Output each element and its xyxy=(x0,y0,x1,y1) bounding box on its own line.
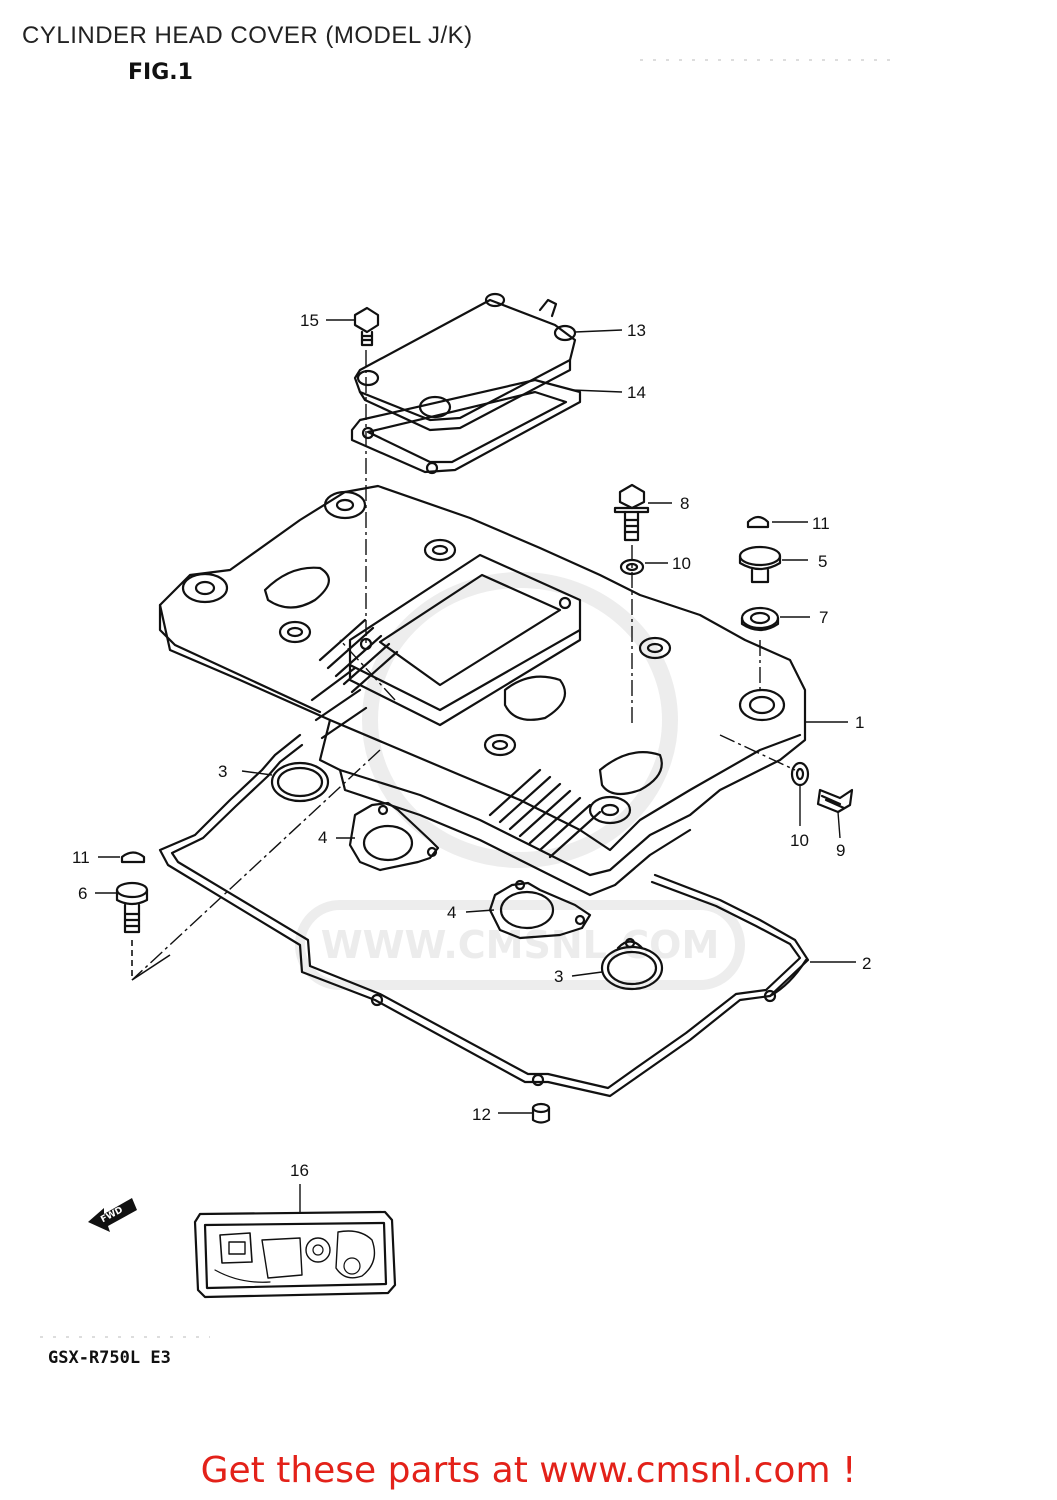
callout-2: 2 xyxy=(862,954,871,973)
callout-11-left: 11 xyxy=(72,848,90,867)
callout-1: 1 xyxy=(855,713,864,732)
part-10-washer-side[interactable] xyxy=(790,761,810,787)
part-11-cap[interactable] xyxy=(746,515,770,529)
callout-4-lower: 4 xyxy=(447,903,456,922)
part-4-seal-ring[interactable] xyxy=(348,801,440,872)
part-3-seal-ring[interactable] xyxy=(270,761,330,803)
callout-14: 14 xyxy=(627,383,646,402)
part-14-breather-gasket[interactable] xyxy=(350,378,582,474)
part-3-seal-ring-lower[interactable] xyxy=(600,937,664,991)
part-12-dowel[interactable] xyxy=(531,1102,551,1124)
callout-6: 6 xyxy=(78,884,87,903)
part-4-seal-ring-lower[interactable] xyxy=(488,879,592,940)
cta-banner[interactable]: Get these parts at www.cmsnl.com ! xyxy=(0,1450,1057,1491)
callout-4: 4 xyxy=(318,828,327,847)
part-13-breather-cover[interactable] xyxy=(353,298,577,422)
callout-12: 12 xyxy=(472,1105,491,1124)
callout-16: 16 xyxy=(290,1161,309,1180)
callout-15: 15 xyxy=(300,311,319,330)
callout-7: 7 xyxy=(819,608,828,627)
callout-3-lower: 3 xyxy=(554,967,563,986)
part-8-bolt[interactable] xyxy=(613,483,650,542)
callout-9: 9 xyxy=(836,841,845,860)
callout-3: 3 xyxy=(218,762,227,781)
part-16-gasket-set[interactable] xyxy=(193,1210,397,1299)
callout-5: 5 xyxy=(818,552,827,571)
part-2-head-cover-gasket[interactable] xyxy=(158,733,810,1098)
callout-10: 10 xyxy=(672,554,691,573)
callout-8: 8 xyxy=(680,494,689,513)
part-6-bolt[interactable] xyxy=(115,881,149,934)
callout-13: 13 xyxy=(627,321,646,340)
cta-link[interactable]: Get these parts at www.cmsnl.com ! xyxy=(200,1450,857,1491)
callout-11: 11 xyxy=(812,514,830,533)
figure-label: FIG.1 xyxy=(128,60,193,85)
fwd-direction-arrow-icon: FWD xyxy=(88,1198,137,1232)
part-11-cap-left[interactable] xyxy=(120,851,146,864)
callout-10-lower: 10 xyxy=(790,831,809,850)
part-15-bolt[interactable] xyxy=(353,306,380,347)
part-1-cylinder-head-cover[interactable] xyxy=(158,484,807,877)
model-code: GSX-R750L E3 xyxy=(48,1348,171,1368)
part-5-cap-bolt[interactable] xyxy=(738,545,782,584)
part-9-bolt[interactable] xyxy=(816,788,854,814)
page-title: CYLINDER HEAD COVER (MODEL J/K) xyxy=(22,22,473,49)
callout-labels: 15 13 14 8 11 10 5 7 1 3 4 10 9 11 6 4 2… xyxy=(72,311,871,1180)
part-7-grommet[interactable] xyxy=(740,606,780,632)
